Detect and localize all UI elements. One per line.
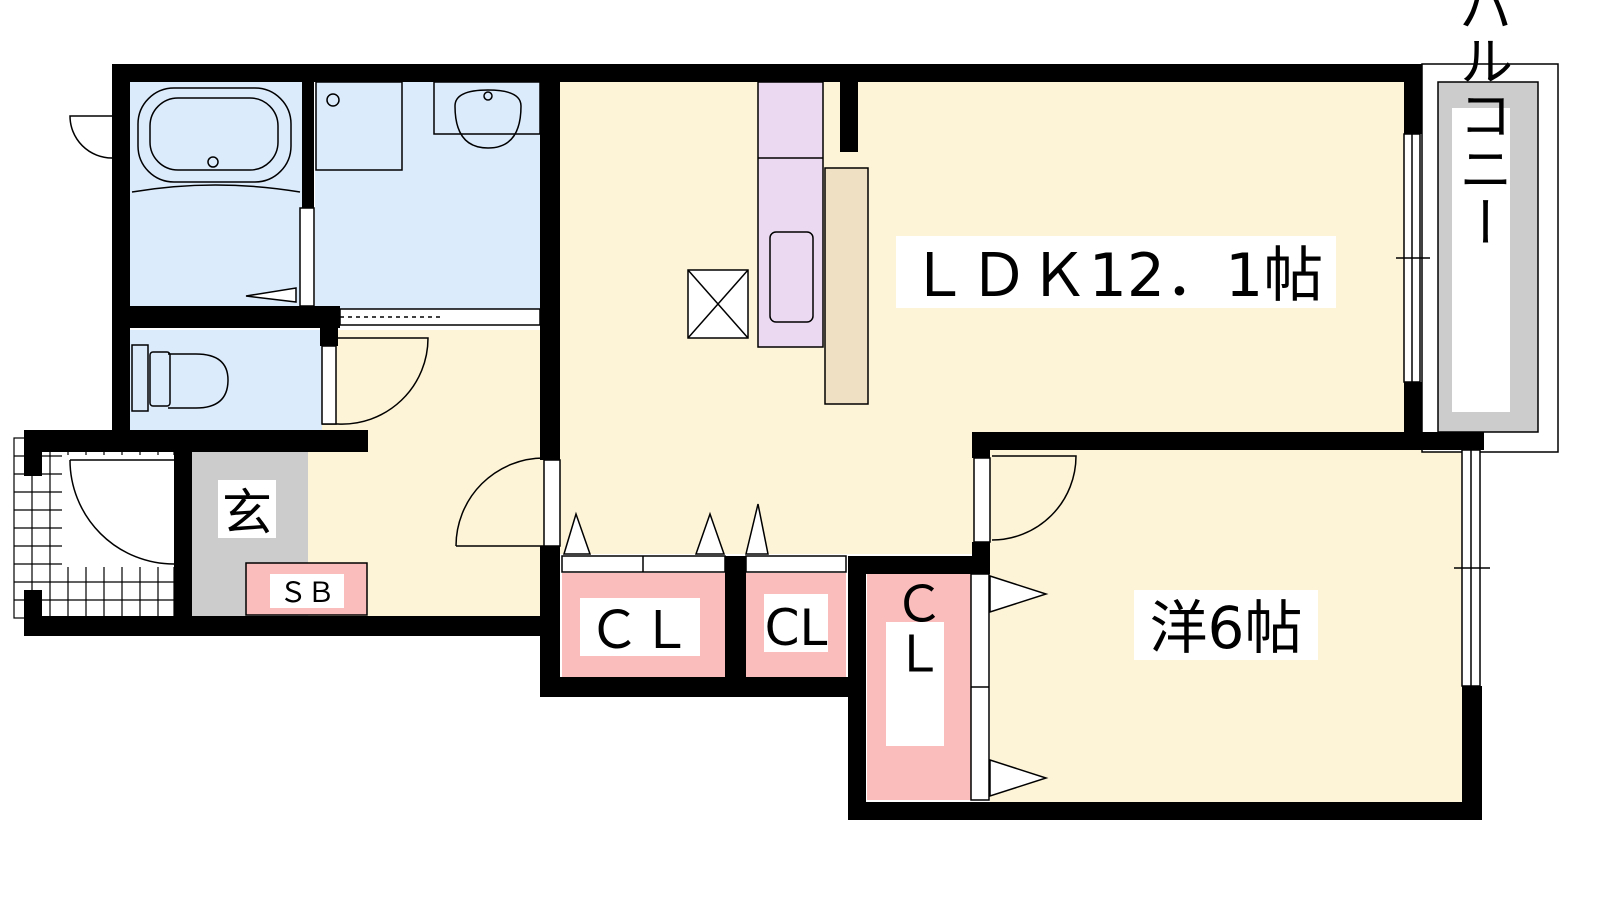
kitchen-sink <box>769 231 814 323</box>
toilet-floor <box>130 330 322 432</box>
shoe-box-label-bg <box>270 574 344 608</box>
entrance-door-swing-bg <box>62 455 174 567</box>
ldk-label: ＬＤＫ12．1帖 <box>909 241 1324 311</box>
closet-3-label: ＣＬ <box>886 578 944 678</box>
entrance-label-bg <box>218 480 276 538</box>
western-label-bg <box>1134 590 1318 660</box>
bathroom-floor <box>130 82 302 308</box>
shoe-box-label: ＳＢ <box>279 576 335 609</box>
ldk-label-bg <box>896 236 1336 308</box>
fixtures <box>69 81 823 412</box>
kitchen-unit <box>757 81 824 348</box>
kitchen-counter <box>824 167 869 405</box>
entrance-label: 玄 <box>222 484 272 542</box>
doors <box>69 287 1077 798</box>
balcony-label-bg <box>1452 108 1510 412</box>
bathtub <box>137 87 292 183</box>
western-room-label: 洋6帖 <box>1150 594 1303 662</box>
toilet <box>131 344 149 412</box>
closet-1-label-bg <box>580 598 700 656</box>
labels: ＬＤＫ12．1帖 洋6帖 バルコニー 玄 ＳＢ ＣＬ CL ＣＬ <box>218 0 1513 746</box>
walls <box>24 64 1484 820</box>
washroom-floor <box>315 82 542 310</box>
closet-1-label: ＣＬ <box>588 601 692 661</box>
closet-2-label-bg <box>764 594 828 652</box>
balcony-label: バルコニー <box>1450 0 1513 249</box>
closet-3-label-bg <box>886 622 944 746</box>
closet-2-label: CL <box>765 599 828 657</box>
